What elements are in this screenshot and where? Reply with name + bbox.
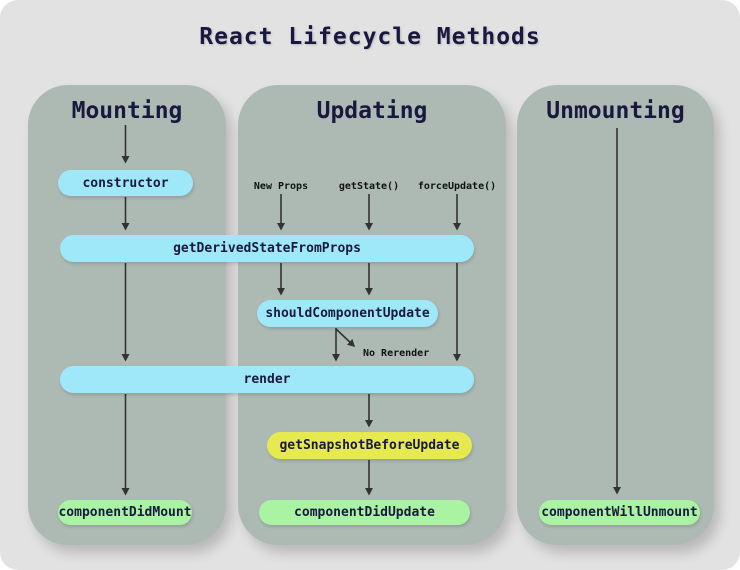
node-should-component-update-label: shouldComponentUpdate: [265, 306, 430, 321]
column-updating-title: Updating: [316, 98, 428, 124]
node-component-did-update: componentDidUpdate: [259, 500, 470, 525]
column-mounting-title: Mounting: [71, 98, 183, 124]
column-unmounting: Unmounting: [517, 85, 714, 545]
node-render: render: [60, 366, 474, 393]
node-get-derived-state-from-props: getDerivedStateFromProps: [60, 235, 474, 262]
node-component-did-mount: componentDidMount: [58, 500, 192, 525]
trigger-force-update: forceUpdate(): [417, 181, 497, 192]
column-unmounting-title: Unmounting: [546, 98, 685, 124]
trigger-get-state: getState(): [338, 181, 400, 192]
node-render-label: render: [243, 372, 291, 387]
column-mounting: Mounting: [28, 85, 226, 545]
node-component-did-mount-label: componentDidMount: [58, 505, 192, 520]
node-constructor: constructor: [58, 170, 193, 196]
node-get-snapshot-before-update-label: getSnapshotBeforeUpdate: [279, 438, 460, 453]
node-get-snapshot-before-update: getSnapshotBeforeUpdate: [267, 432, 472, 459]
node-component-will-unmount-label: componentWillUnmount: [541, 505, 698, 520]
node-component-will-unmount: componentWillUnmount: [539, 500, 700, 525]
node-get-derived-state-from-props-label: getDerivedStateFromProps: [173, 241, 361, 256]
node-should-component-update: shouldComponentUpdate: [257, 300, 438, 327]
node-component-did-update-label: componentDidUpdate: [294, 505, 435, 520]
diagram-title: React Lifecycle Methods: [199, 24, 541, 50]
trigger-new-props: New Props: [253, 181, 309, 192]
node-constructor-label: constructor: [82, 175, 169, 191]
annotation-no-rerender: No Rerender: [363, 348, 430, 359]
